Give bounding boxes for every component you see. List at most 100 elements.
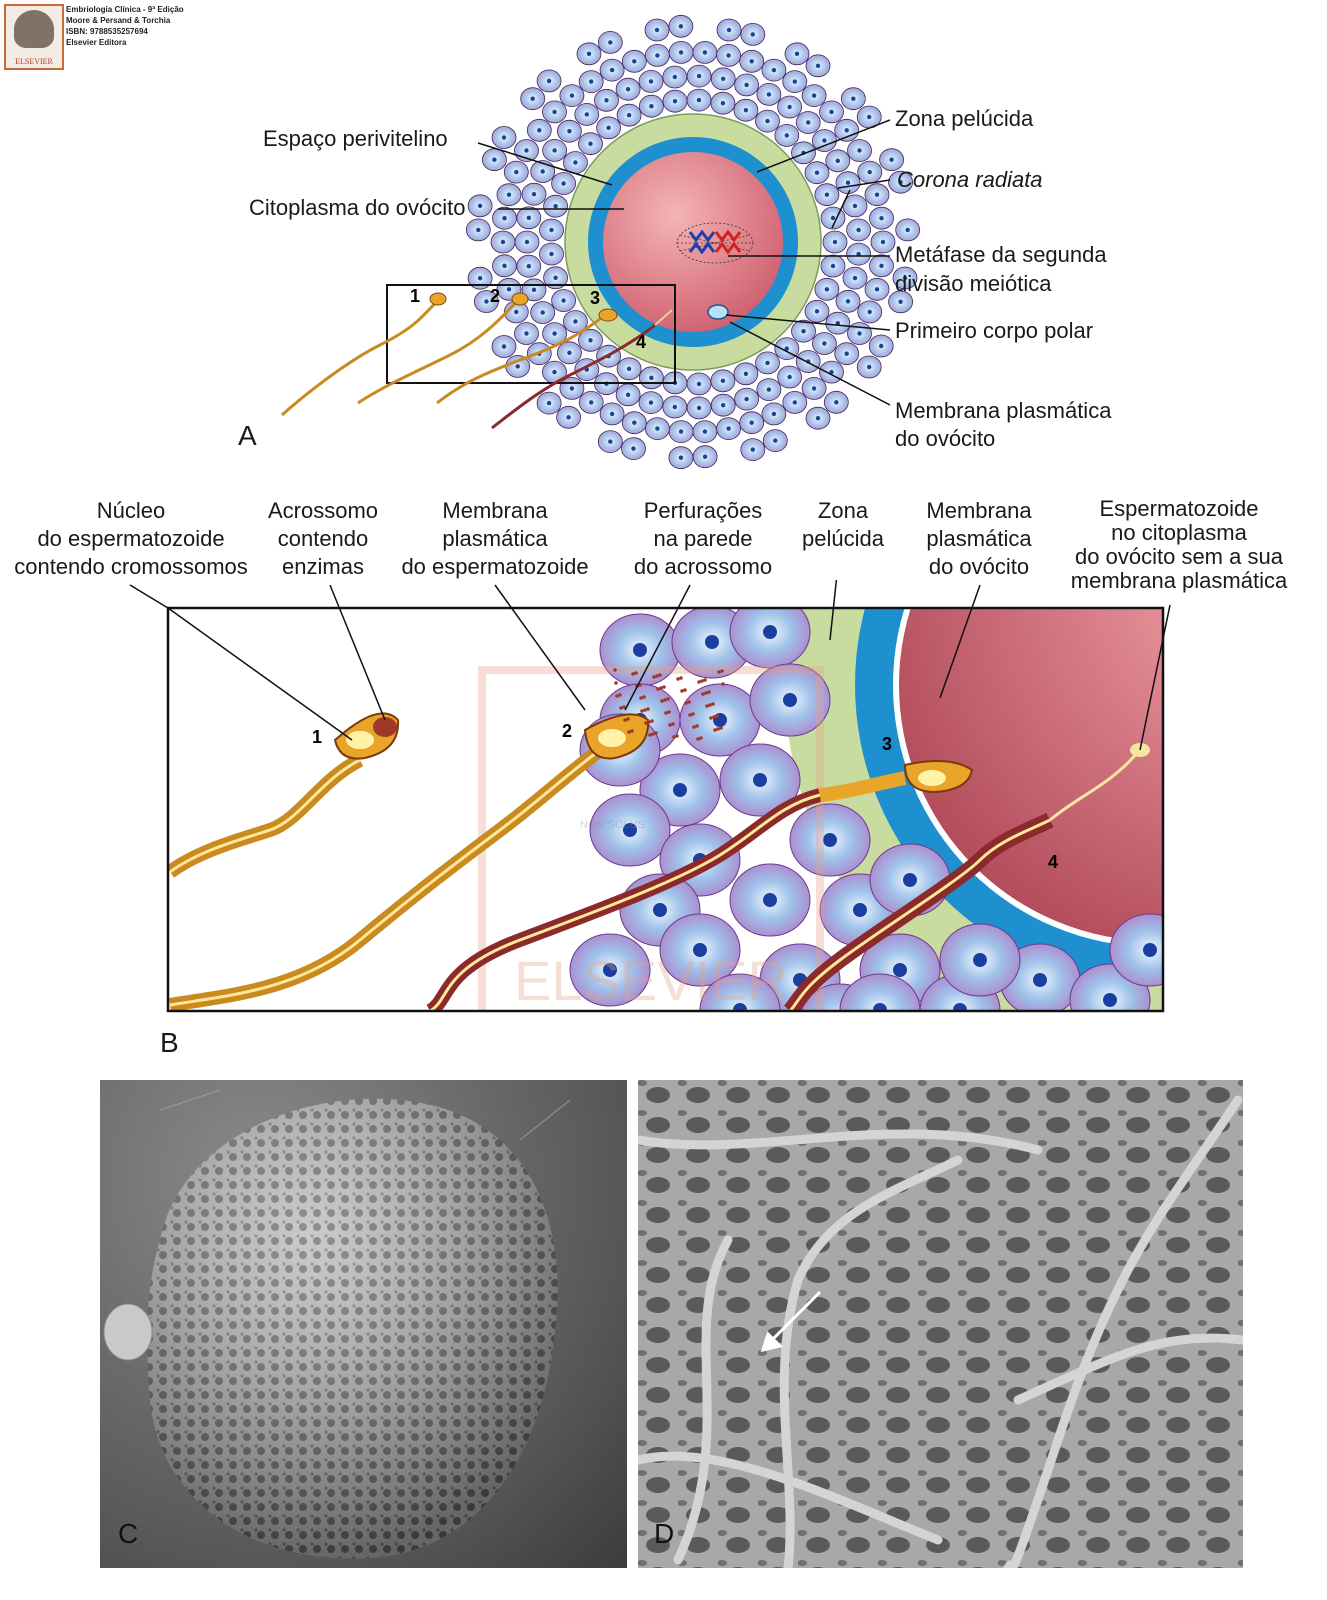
corona-cell-nucleus	[514, 169, 519, 175]
corona-cell-nucleus	[844, 128, 849, 133]
corona-cell-nucleus	[648, 79, 654, 84]
perforation-dot	[683, 688, 687, 692]
corona-cell-nucleus	[867, 309, 872, 315]
corona-cell-nucleus	[632, 59, 637, 64]
oocyte-sem-image	[103, 1089, 571, 1559]
corona-cell-nucleus	[500, 239, 506, 245]
label-line: pelúcida	[802, 526, 884, 551]
corona-cell-nucleus	[822, 138, 827, 143]
corona-cell-nucleus	[526, 215, 531, 220]
credit-block: Embriologia Clínica - 9ª Edição Moore & …	[66, 4, 184, 48]
corona-cell-nucleus	[879, 216, 884, 221]
corona-cell-nucleus	[567, 350, 572, 355]
corona-cell-nucleus	[784, 346, 789, 351]
corona-cell-nucleus	[749, 420, 754, 425]
corona-cell-nucleus	[815, 63, 821, 68]
corona-cell-nucleus	[766, 92, 772, 97]
corona-cell-nucleus	[625, 392, 631, 397]
corona-cell-nucleus	[552, 369, 557, 375]
elsevier-logo: ELSEVIER	[4, 4, 64, 70]
corona-cell-nucleus	[880, 239, 886, 245]
corona-cell-nucleus	[672, 404, 677, 410]
label-line: Membrana	[442, 498, 548, 523]
perforation-dot	[697, 680, 701, 684]
corona-cell-nucleus	[549, 227, 554, 233]
metaphase-spindle	[676, 222, 754, 264]
sperm-number: 1	[410, 286, 420, 306]
corona-cell-nucleus	[893, 963, 907, 977]
corona-cell-nucleus	[763, 893, 777, 907]
corona-cell-nucleus	[903, 873, 917, 887]
corona-cell-nucleus	[784, 133, 789, 138]
corona-cell-nucleus	[766, 387, 772, 392]
sperm-number: 4	[636, 332, 646, 352]
corona-cell-nucleus	[750, 32, 755, 37]
corona-cell-nucleus	[744, 82, 749, 88]
corona-cell-nucleus	[477, 276, 483, 281]
label-line: do ovócito	[928, 554, 1030, 579]
corona-cell-nucleus	[720, 378, 726, 383]
perforation-dot	[634, 671, 638, 675]
credit-line: Embriologia Clínica - 9ª Edição	[66, 5, 184, 14]
corona-cell-nucleus	[553, 204, 558, 209]
corona-cell-nucleus	[526, 264, 531, 269]
perforation-dot	[647, 720, 651, 724]
corona-cell-nucleus	[823, 833, 837, 847]
corona-cell-nucleus	[649, 375, 654, 380]
sperm-1-nucleus	[346, 731, 374, 749]
label-line: do ovócito sem a sua	[1075, 544, 1283, 569]
corona-cell-nucleus	[606, 125, 611, 130]
corona-cell-nucleus	[743, 371, 749, 376]
oocyte-cytoplasm-b	[899, 608, 1163, 941]
perforation-dot	[701, 692, 705, 696]
label-line: do acrossomo	[633, 554, 773, 579]
corona-cell-nucleus	[492, 157, 497, 162]
sperm-1-acrosome	[373, 717, 397, 737]
corona-cell-nucleus	[853, 903, 867, 917]
perforation-dot	[688, 713, 692, 717]
corona-cell-nucleus	[744, 396, 749, 402]
corona-cell-nucleus	[721, 403, 726, 408]
corona-cell-nucleus	[852, 203, 858, 209]
corona-cell-nucleus	[561, 181, 566, 186]
corona-cell-nucleus	[552, 109, 557, 115]
perforation-dot	[691, 712, 695, 716]
perforation-dot	[717, 670, 721, 674]
corona-cell-nucleus	[856, 251, 861, 257]
label-zona-pellucida-b: Zona pelúcida	[790, 497, 896, 553]
corona-cell-nucleus	[753, 773, 767, 787]
label-line: contendo cromossomos	[14, 554, 248, 579]
perforation-dot	[656, 687, 660, 691]
corona-cell-nucleus	[515, 364, 520, 369]
label-line: enzimas	[282, 554, 364, 579]
corona-cell-nucleus	[531, 192, 537, 197]
leader-lines-a	[477, 119, 891, 406]
label-line: contendo	[277, 526, 369, 551]
corona-cell-nucleus	[477, 203, 483, 208]
corona-cell-nucleus	[604, 98, 609, 103]
corona-cell-nucleus	[696, 73, 702, 79]
perforation-dot	[667, 710, 671, 714]
sperm-number: 4	[1048, 852, 1058, 872]
corona-cell-nucleus	[898, 180, 903, 185]
corona-cell-nucleus	[867, 364, 872, 370]
panel-letter-a: A	[238, 420, 257, 451]
corona-cell-nucleus	[589, 79, 594, 84]
label-metaphase-line1: Metáfase da segunda	[895, 242, 1107, 267]
sperm-number: 3	[882, 734, 892, 754]
credit-line: Elsevier Editora	[66, 38, 127, 47]
corona-cell-nucleus	[852, 275, 858, 281]
label-sperm-membrane: Membrana plasmática do espermatozoide	[388, 497, 602, 581]
label-line: do espermatozoide	[401, 554, 589, 579]
perforation-dot	[695, 724, 699, 728]
perforation-dot	[675, 734, 679, 738]
perforation-dot	[696, 737, 700, 741]
label-line: Perfurações	[643, 498, 763, 523]
perforation-dot	[700, 679, 704, 683]
sperm-3-nucleus	[918, 770, 946, 786]
zona-surface	[638, 1080, 1243, 1568]
corona-cell-nucleus	[530, 96, 535, 101]
micrograph-c: C	[100, 1080, 627, 1568]
perforation-dot	[687, 700, 691, 704]
label-corona-radiata: Corona radiata	[897, 167, 1043, 192]
